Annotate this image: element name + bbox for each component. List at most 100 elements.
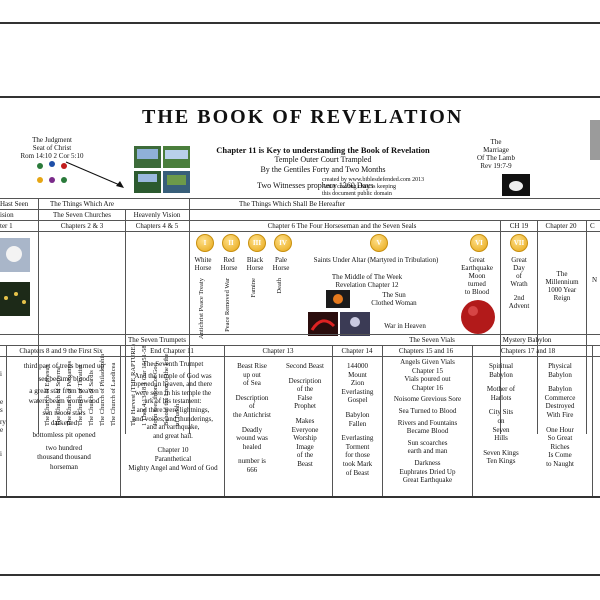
horse-note: Famine	[250, 278, 258, 338]
sixth-line: to Blood	[464, 288, 490, 296]
sixth-line: Great	[469, 256, 485, 264]
trumpet-line: darkened	[50, 418, 78, 427]
seventh-trumpet-line: Chapter 10	[157, 446, 189, 455]
spiritual-line: Hills	[494, 434, 508, 443]
advent-line: 2nd	[513, 294, 525, 302]
credit-line: Artist creating chart is keeping	[322, 184, 396, 190]
physical-line: Physical	[548, 362, 572, 370]
lamb-image	[502, 174, 530, 196]
second-beast-line: Makes	[295, 416, 315, 425]
divider	[537, 220, 538, 434]
header-seven-churches: The Seven Churches	[53, 211, 111, 219]
divider	[224, 345, 225, 496]
ch14-line: for those	[345, 451, 370, 460]
header-ch13: Chapter 13	[262, 347, 294, 355]
vials-line: Darkness	[414, 458, 441, 467]
beast-sea-line: Description	[235, 393, 269, 402]
sixth-line: turned	[468, 280, 486, 288]
sixth-seal-text: Great Earthquake Moon turned to Blood	[454, 256, 500, 296]
second-beast-line: False	[297, 393, 313, 402]
ch14-block: 144000 Mount Zion Everlasting Gospel Bab…	[333, 362, 382, 477]
top-border	[0, 22, 600, 24]
trumpet-line: two hundred	[45, 443, 83, 452]
header-vision: ision	[0, 211, 14, 219]
trumpet-line: third part of trees burned up	[23, 362, 105, 370]
second-beast-line: Image	[296, 442, 314, 451]
physical-line: Babylon	[548, 385, 572, 394]
bottom-border	[0, 574, 600, 576]
seal-5-icon: V	[370, 234, 388, 252]
vials-line: Became Blood	[406, 427, 449, 436]
advent-line: Advent	[508, 302, 530, 310]
spiritual-line: Harlots	[490, 393, 512, 402]
seventh-trumpet-line: ark of his testament:	[144, 397, 202, 406]
physical-line: Destroyed	[545, 402, 575, 411]
trumpet-line: a great star from heaven	[29, 387, 99, 395]
seventh-line: Day	[513, 264, 525, 272]
second-beast-block: Second Beast Description of the False Pr…	[278, 362, 332, 469]
vials-line: Sun scoarches	[407, 438, 448, 447]
header-mystery-babylon: Mystery Babylon	[502, 336, 552, 344]
blood-moon-icon	[461, 300, 495, 334]
horse-note-text: Peace Removed War	[224, 278, 231, 332]
horse-note-text: Antichrist Peace Treaty	[198, 278, 205, 340]
chart-title: THE BOOK OF REVELATION	[142, 106, 464, 128]
horse-note: Peace Removed War	[224, 278, 232, 338]
millennium-line: The	[556, 270, 568, 278]
marriage-line: The	[490, 138, 502, 146]
spiritual-line: Seven Kings	[483, 448, 519, 457]
vials-line: Chapter 16	[412, 383, 443, 392]
header-ch2-3: Chapters 2 & 3	[60, 222, 104, 230]
middle-week-line: The Middle of The Week	[331, 273, 403, 281]
seventh-trumpet-line: and an earthquake,	[146, 423, 200, 432]
second-beast-line: Worship	[293, 434, 317, 443]
spiritual-line: Ten Kings	[486, 457, 516, 466]
vials-line: Sea Turned to Blood	[398, 406, 457, 415]
vials-line: Great Earthquake	[402, 476, 453, 485]
header-ch17-18: Chapters 17 and 18	[500, 347, 556, 355]
trumpet-line: sun moon stars	[42, 409, 86, 417]
millennium-line: Reign	[553, 294, 571, 302]
credit-line: created by www.biblesdefended.com 2013	[322, 177, 425, 183]
horse-note: Death	[276, 278, 284, 338]
header-ch14: Chapter 14	[341, 347, 373, 355]
header-ch1: ter 1	[0, 222, 13, 230]
marriage-line: Of The Lamb	[477, 154, 515, 162]
horse-white: White Horse	[194, 256, 212, 272]
seventh-trumpet-line: were seen in his temple the	[134, 388, 211, 397]
header-ch-c: C	[590, 222, 595, 230]
divider	[189, 198, 190, 434]
seal-4-icon: IV	[274, 234, 292, 252]
beast-sea-line: the Antichrist	[233, 410, 271, 419]
sixth-line: Earthquake	[461, 264, 493, 272]
header-ch20: Chapter 20	[545, 222, 577, 230]
fragment-line: i	[0, 450, 2, 458]
fragment-line: e	[0, 398, 4, 406]
header-ch4-5: Chapters 4 & 5	[135, 222, 179, 230]
trumpet-line: horseman	[50, 462, 78, 471]
physical-line: Riches	[550, 442, 570, 451]
divider	[382, 345, 383, 496]
divider	[0, 209, 600, 210]
beast-sea-line: of Sea	[243, 379, 261, 388]
millennium-line: 1000 Year	[547, 286, 577, 294]
horse-note: Antichrist Peace Treaty	[198, 278, 206, 340]
second-beast-line: Prophet	[294, 402, 316, 411]
horse-pale: Pale Horse	[272, 256, 290, 272]
beast-sea-block: Beast Rise up out of Sea Description of …	[226, 362, 278, 475]
seal-3-icon: III	[248, 234, 266, 252]
beast-sea-line: Deadly	[241, 425, 263, 434]
trumpets-list: third part of trees burned up sea became…	[8, 362, 120, 472]
header-ch6: Chapter 6 The Four Horseseman and the Se…	[267, 222, 417, 230]
fragment-line: i	[0, 370, 2, 378]
second-beast-line: Second Beast	[286, 362, 324, 370]
seventh-trumpet-block: The Seventh Trumpet And the temple of Go…	[121, 360, 225, 472]
second-beast-line: of the	[296, 451, 314, 460]
marriage-lamb-text: The Marriage Of The Lamb Rev 19:7-9	[466, 138, 526, 170]
fragment-line: e	[0, 426, 4, 434]
seventh-line: Wrath	[510, 280, 528, 288]
seventh-line: Great	[511, 256, 527, 264]
vials-line: Noisome Grevious Sore	[393, 395, 462, 404]
divider	[0, 334, 600, 335]
divider	[472, 345, 473, 496]
